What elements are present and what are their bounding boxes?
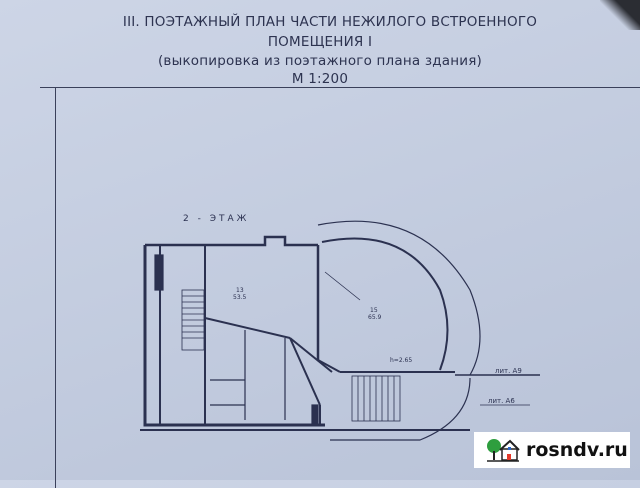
room-13-number: 13 — [236, 287, 244, 294]
lit-a6-label: лит. А6 — [488, 397, 515, 405]
round-hall — [140, 220, 540, 441]
photo-corner-shadow — [600, 0, 640, 30]
room-15-area: 65.9 — [368, 314, 382, 321]
plan-frame — [55, 88, 640, 488]
watermark-logo: rosndv.ru — [474, 432, 630, 468]
staircase — [181, 289, 401, 422]
document-subtitle: (выкопировка из поэтажного плана здания) — [157, 53, 483, 69]
room-13-area: 53.5 — [233, 294, 247, 301]
room-15-number: 15 — [370, 307, 378, 314]
house-tree-icon — [487, 439, 520, 462]
document-scale: М 1:200 — [291, 71, 349, 87]
outer-walls — [143, 235, 455, 427]
watermark-text: rosndv.ru — [526, 439, 628, 461]
document-title: III. ПОЭТАЖНЫЙ ПЛАН ЧАСТИ НЕЖИЛОГО ВСТРО… — [122, 14, 538, 30]
header-rule — [40, 87, 640, 88]
lit-a9-label: лит. А9 — [495, 367, 522, 375]
floor-label: 2 - ЭТАЖ — [183, 214, 249, 224]
document-title-line2: ПОМЕЩЕНИЯ I — [267, 34, 373, 50]
ceiling-height: h=2.65 — [390, 357, 412, 364]
